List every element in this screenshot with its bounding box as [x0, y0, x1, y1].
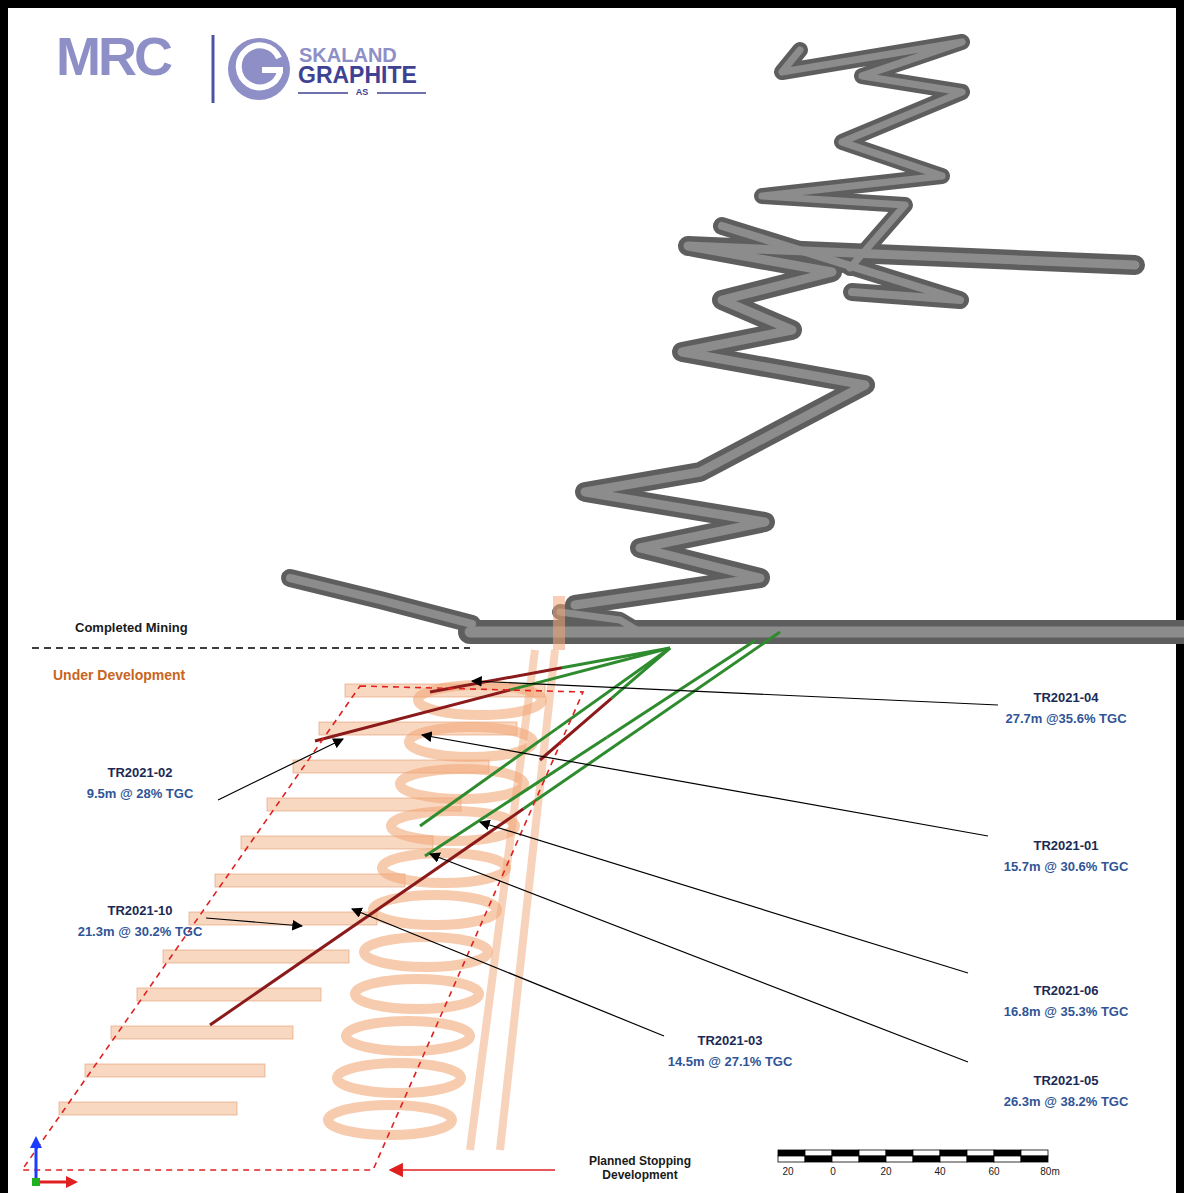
hole-id: TR2021-03 — [697, 1033, 762, 1049]
drill-trace — [612, 648, 671, 698]
stope-level — [59, 1102, 237, 1115]
scale-segment — [832, 1156, 859, 1162]
stope-level — [163, 950, 349, 963]
decline-ramp — [346, 1021, 470, 1051]
drill-intercept — [540, 698, 612, 760]
scale-segment — [805, 1150, 832, 1156]
scale-segment — [913, 1150, 940, 1156]
mining-boundary — [32, 647, 470, 649]
scale-segment — [967, 1150, 994, 1156]
tunnel — [470, 620, 1184, 644]
drill-trace — [524, 632, 781, 809]
scale-segment — [967, 1156, 994, 1162]
scale-segment — [940, 1150, 967, 1156]
scale-segment — [832, 1150, 859, 1156]
pointer-arrow — [390, 1169, 555, 1171]
decline-ramp — [382, 853, 506, 883]
scale-segment — [859, 1150, 886, 1156]
scale-segment — [1021, 1156, 1048, 1162]
stope-level — [137, 988, 321, 1001]
intercept-value: 27.7m @35.6% TGC — [1005, 711, 1126, 727]
stope-level — [111, 1026, 293, 1039]
drill-intercept — [420, 728, 558, 826]
completed-workings — [290, 42, 1184, 632]
logo-rule — [377, 92, 426, 94]
tunnel — [762, 42, 962, 268]
tunnel-highlight — [722, 226, 960, 300]
hole-id: TR2021-01 — [1033, 838, 1098, 854]
hole-id: TR2021-10 — [107, 903, 172, 919]
tunnel-highlight — [290, 578, 472, 624]
leader-lines — [206, 681, 998, 1062]
tunnel — [290, 578, 472, 624]
intercept-value: 21.3m @ 30.2% TGC — [78, 924, 203, 940]
logo-text: GRAPHITE — [298, 62, 417, 90]
decline-ramp — [328, 1105, 452, 1135]
hole-id: TR2021-06 — [1033, 983, 1098, 999]
tunnel-highlight — [470, 627, 1184, 638]
logo-text: MRC — [56, 24, 170, 89]
hole-id: TR2021-04 — [1033, 690, 1098, 706]
scale-segment — [940, 1156, 967, 1162]
shaft — [553, 596, 565, 650]
stope-level — [215, 874, 405, 887]
intercept-value: 16.8m @ 35.3% TGC — [1004, 1004, 1129, 1020]
scale-number: 40 — [934, 1166, 945, 1178]
scale-bar — [778, 1150, 1048, 1162]
pointer-label: Planned Stopping Development — [578, 1154, 702, 1183]
logo-rule — [298, 92, 348, 94]
logo-text: AS — [356, 87, 369, 98]
axis-triad — [30, 1136, 78, 1188]
logo-mark — [228, 38, 290, 100]
scale-number: 0 — [830, 1166, 836, 1178]
drill-intercept — [210, 809, 524, 1025]
stoping-outline — [22, 686, 583, 1170]
scale-segment — [886, 1150, 913, 1156]
scale-segment — [913, 1156, 940, 1162]
scale-segment — [805, 1156, 832, 1162]
scale-segment — [778, 1150, 805, 1156]
intercept-value: 14.5m @ 27.1% TGC — [668, 1054, 793, 1070]
decline-ramp — [337, 1063, 461, 1093]
intercept-value: 26.3m @ 38.2% TGC — [1004, 1094, 1129, 1110]
stope-level — [85, 1064, 265, 1077]
scale-segment — [886, 1156, 913, 1162]
scale-segment — [994, 1156, 1021, 1162]
decline-ramp — [409, 727, 533, 757]
tunnel-highlight — [762, 42, 962, 268]
frame-border — [4, 4, 1180, 1193]
scale-number: 60 — [988, 1166, 999, 1178]
scale-segment — [1021, 1150, 1048, 1156]
scale-segment — [994, 1150, 1021, 1156]
logo-divider — [212, 35, 215, 103]
scale-number: 80m — [1040, 1166, 1059, 1178]
intercept-value: 9.5m @ 28% TGC — [87, 786, 194, 802]
drill-intercept — [425, 737, 607, 856]
scale-segment — [778, 1156, 805, 1162]
decline-ramp — [355, 979, 479, 1009]
stope-level — [189, 912, 377, 925]
intercept-value: 15.7m @ 30.6% TGC — [1004, 859, 1129, 875]
raise — [470, 650, 555, 1150]
zone-label: Under Development — [53, 667, 185, 684]
zone-label: Completed Mining — [75, 620, 188, 636]
drill-intercept — [315, 690, 510, 741]
tunnel-highlight — [560, 612, 640, 632]
scale-number: 20 — [782, 1166, 793, 1178]
hole-id: TR2021-05 — [1033, 1073, 1098, 1089]
hole-id: TR2021-02 — [107, 765, 172, 781]
tunnel-highlight — [575, 246, 1135, 605]
scale-segment — [859, 1156, 886, 1162]
scale-number: 20 — [880, 1166, 891, 1178]
